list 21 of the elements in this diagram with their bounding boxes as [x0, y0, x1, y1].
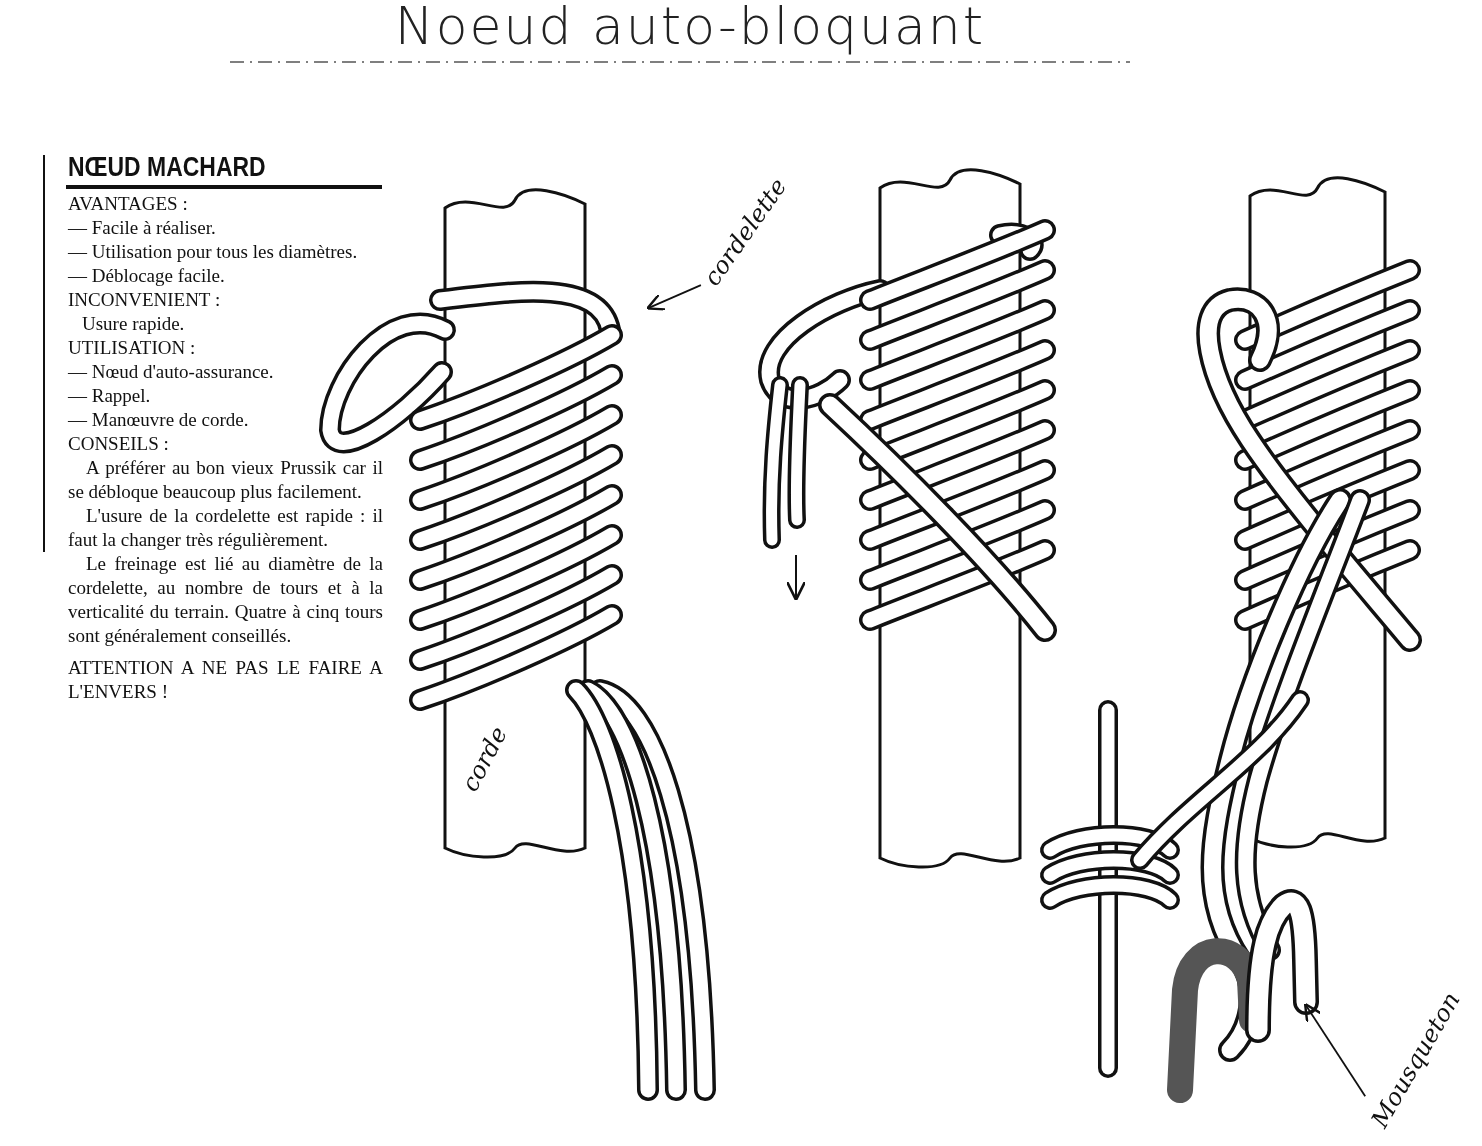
title: Noeud auto-bloquant — [393, 0, 987, 56]
list-item: — Utilisation pour tous les diamètres. — [68, 240, 359, 264]
leader-line — [1303, 1002, 1367, 1098]
section-heading: CONSEILS : — [68, 432, 170, 456]
body-text: Usure rapide. — [82, 312, 186, 336]
paragraph: Le freinage est lié au diamètre de la cordelette, au nombre de tours et à la verticalité du terrain. Quatre à cinq tours sont généralement conseillés. — [68, 552, 383, 648]
warning-text: ATTENTION A NE PAS LE FAIRE A L'ENVERS ! — [68, 656, 383, 704]
list-item: — Facile à réaliser. — [68, 216, 217, 240]
list-item: — Déblocage facile. — [68, 264, 226, 288]
section-heading: INCONVENIENT : — [68, 288, 222, 312]
list-item: — Rappel. — [68, 384, 152, 408]
paragraph: L'usure de la cordelette est rapide : il faut la changer très régulièrement. — [68, 504, 383, 552]
carabiner-drawing — [1167, 889, 1319, 1103]
section-heading: UTILISATION : — [68, 336, 197, 360]
heading: NŒUD MACHARD — [68, 151, 266, 184]
section-heading: AVANTAGES : — [68, 192, 189, 216]
leader-line — [646, 284, 702, 311]
paragraph: A préférer au bon vieux Prussik car il se débloque beaucoup plus facilement. — [68, 456, 383, 504]
list-item: — Nœud d'auto-assurance. — [68, 360, 275, 384]
list-item: — Manœuvre de corde. — [68, 408, 250, 432]
callout-text: corde — [455, 722, 513, 796]
